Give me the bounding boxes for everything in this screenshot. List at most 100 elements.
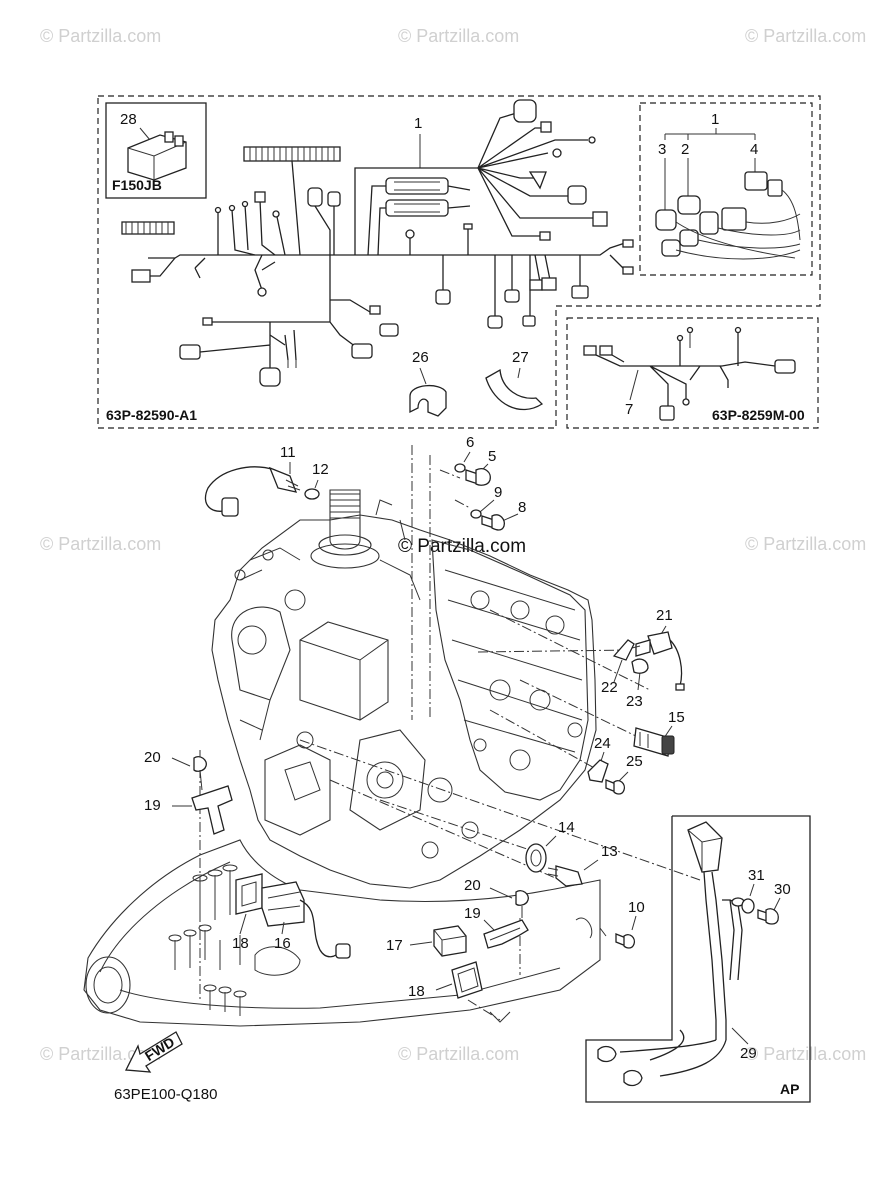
parts-16-18-left: 18 16 (232, 873, 351, 959)
callout-28: 28 (120, 111, 137, 128)
model-box-frame (105, 102, 207, 199)
callout-5: 5 (488, 448, 496, 465)
callout-17: 17 (386, 937, 403, 954)
callout-13: 13 (601, 843, 618, 860)
callout-25: 25 (626, 753, 643, 770)
callout-20-center: 20 (464, 877, 481, 894)
cable-terminal-2 (623, 1069, 643, 1087)
part-10-bolt: 10 (575, 899, 645, 949)
ap-box: 31 30 29 AP (585, 815, 811, 1103)
watermark-center: © Partzilla.com (398, 536, 526, 557)
ecu-connector-upper (385, 177, 449, 195)
callout-18-center: 18 (408, 983, 425, 1000)
callout-9: 9 (494, 484, 502, 501)
sensor-13 (555, 865, 583, 887)
callout-31: 31 (748, 867, 765, 884)
sub-harness-outline (566, 317, 819, 429)
watermark-mid-left: © Partzilla.com (40, 534, 161, 554)
clip-19-left (191, 785, 233, 835)
grommet-18-left (235, 873, 263, 915)
clamp-27 (485, 368, 544, 411)
callout-14: 14 (558, 819, 575, 836)
callout-16: 16 (274, 935, 291, 952)
sub-harness-7: 7 63P-8259M-00 (583, 326, 805, 423)
callout-3: 3 (658, 141, 666, 158)
callout-27: 27 (512, 349, 529, 366)
harness-frame (97, 95, 821, 429)
watermark-top-left: © Partzilla.com (40, 26, 161, 46)
callout-15: 15 (668, 709, 685, 726)
cable-terminal-1 (597, 1045, 617, 1063)
callout-7: 7 (625, 401, 633, 418)
callout-23: 23 (626, 693, 643, 710)
callout-4: 4 (750, 141, 758, 158)
connector-4 (744, 171, 768, 191)
grommet-14 (525, 843, 547, 873)
model-code: F150JB (112, 177, 162, 193)
fwd-arrow: FWD (124, 1031, 183, 1073)
washer-12 (304, 488, 320, 500)
connector-strip-left (121, 221, 175, 235)
connector-28 (127, 131, 187, 181)
harness-outline (97, 95, 821, 429)
watermark-bottom-center: © Partzilla.com (398, 1044, 519, 1064)
callout-12: 12 (312, 461, 329, 478)
callout-21: 21 (656, 607, 673, 624)
callout-18-left: 18 (232, 935, 249, 952)
parts-21-22-23: 21 22 23 (601, 607, 685, 710)
main-wire-harness: 1 (121, 99, 634, 387)
sub-harness-code: 63P-8259M-00 (712, 407, 805, 423)
terminal-cover (687, 821, 723, 873)
connector-16 (261, 881, 305, 927)
harness-trunk (148, 242, 626, 271)
callout-8: 8 (518, 499, 526, 516)
drawing-code: 63PE100-Q180 (114, 1086, 217, 1103)
callout-29: 29 (740, 1045, 757, 1062)
parts-19-20-left: 20 19 (144, 749, 233, 835)
callout-30: 30 (774, 881, 791, 898)
callout-2: 2 (681, 141, 689, 158)
callout-19-left: 19 (144, 797, 161, 814)
connector-round-top (513, 99, 537, 123)
callout-19-center: 19 (464, 905, 481, 922)
washer-31 (741, 898, 755, 914)
part-15-sensor: 15 (633, 709, 685, 757)
ecu-connector-lower (385, 199, 449, 217)
callout-1-sub: 1 (711, 111, 719, 128)
sub-connectors: 1 3 2 4 (655, 111, 801, 260)
parts-5-6-8-9: 6 5 9 8 (454, 434, 526, 531)
callout-24: 24 (594, 735, 611, 752)
callout-1-main: 1 (414, 115, 422, 132)
sub-connector-outline (639, 102, 813, 276)
harness-clamps: 26 27 (409, 349, 544, 417)
callout-10: 10 (628, 899, 645, 916)
watermark-top-center: © Partzilla.com (398, 26, 519, 46)
connector-2 (677, 195, 701, 215)
clamp-26 (409, 385, 447, 417)
ap-code: AP (780, 1081, 799, 1097)
callout-26: 26 (412, 349, 429, 366)
parts-17-18-19-20-center: 20 19 17 18 (386, 877, 529, 1000)
model-box: 28 F150JB (105, 102, 207, 199)
callout-20-left: 20 (144, 749, 161, 766)
bolt-30 (765, 908, 779, 925)
engine-block (211, 489, 597, 889)
main-harness-code: 63P-82590-A1 (106, 407, 197, 423)
callout-22: 22 (601, 679, 618, 696)
callout-11: 11 (280, 444, 296, 461)
grommet-18-center (451, 961, 483, 999)
leader-28 (139, 127, 151, 141)
exploded-leaders (199, 445, 701, 1021)
block-17 (433, 925, 467, 957)
callout-6: 6 (466, 434, 474, 451)
watermark-bottom-right: © Partzilla.com (745, 1044, 866, 1064)
part-11-sensor: 11 12 (204, 444, 329, 517)
parts-13-14: 14 13 (525, 819, 618, 887)
connector-left-end (131, 269, 151, 283)
connector-3 (655, 209, 677, 231)
watermark-mid-right: © Partzilla.com (745, 534, 866, 554)
watermark-top-right: © Partzilla.com (745, 26, 866, 46)
ap-box-frame (585, 815, 811, 1103)
parts-24-25: 24 25 (587, 735, 643, 795)
